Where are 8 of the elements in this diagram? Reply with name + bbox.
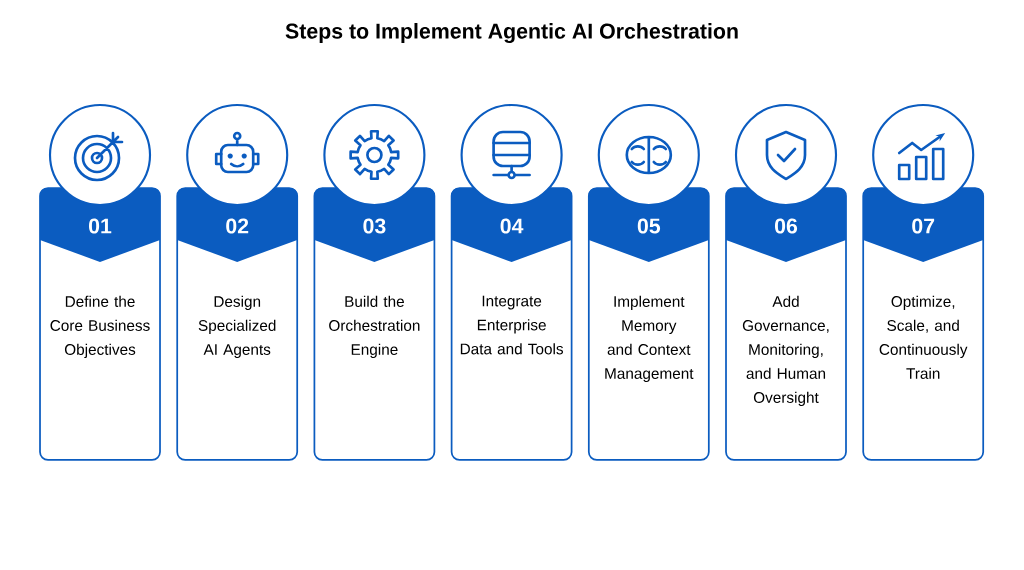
step-card: 06 Add Governance, Monitoring, and Human Oversight [725, 103, 847, 461]
step-card: 05 Implement Memory and Context Management [587, 103, 710, 461]
title: Steps to Implement Agentic AI Orchestration [285, 23, 738, 43]
step-card: 07 Optimize, Scale, and Continuously Train [862, 103, 985, 461]
step-card: 03 Build the Orchestration Engine [313, 103, 436, 461]
step-card: 02 Design Specialized AI Agents [176, 103, 299, 461]
step-card: 01 Define the Core Business Objectives [39, 103, 161, 461]
step-card: 04 Integrate Enterprise Data and Tools [450, 103, 573, 461]
